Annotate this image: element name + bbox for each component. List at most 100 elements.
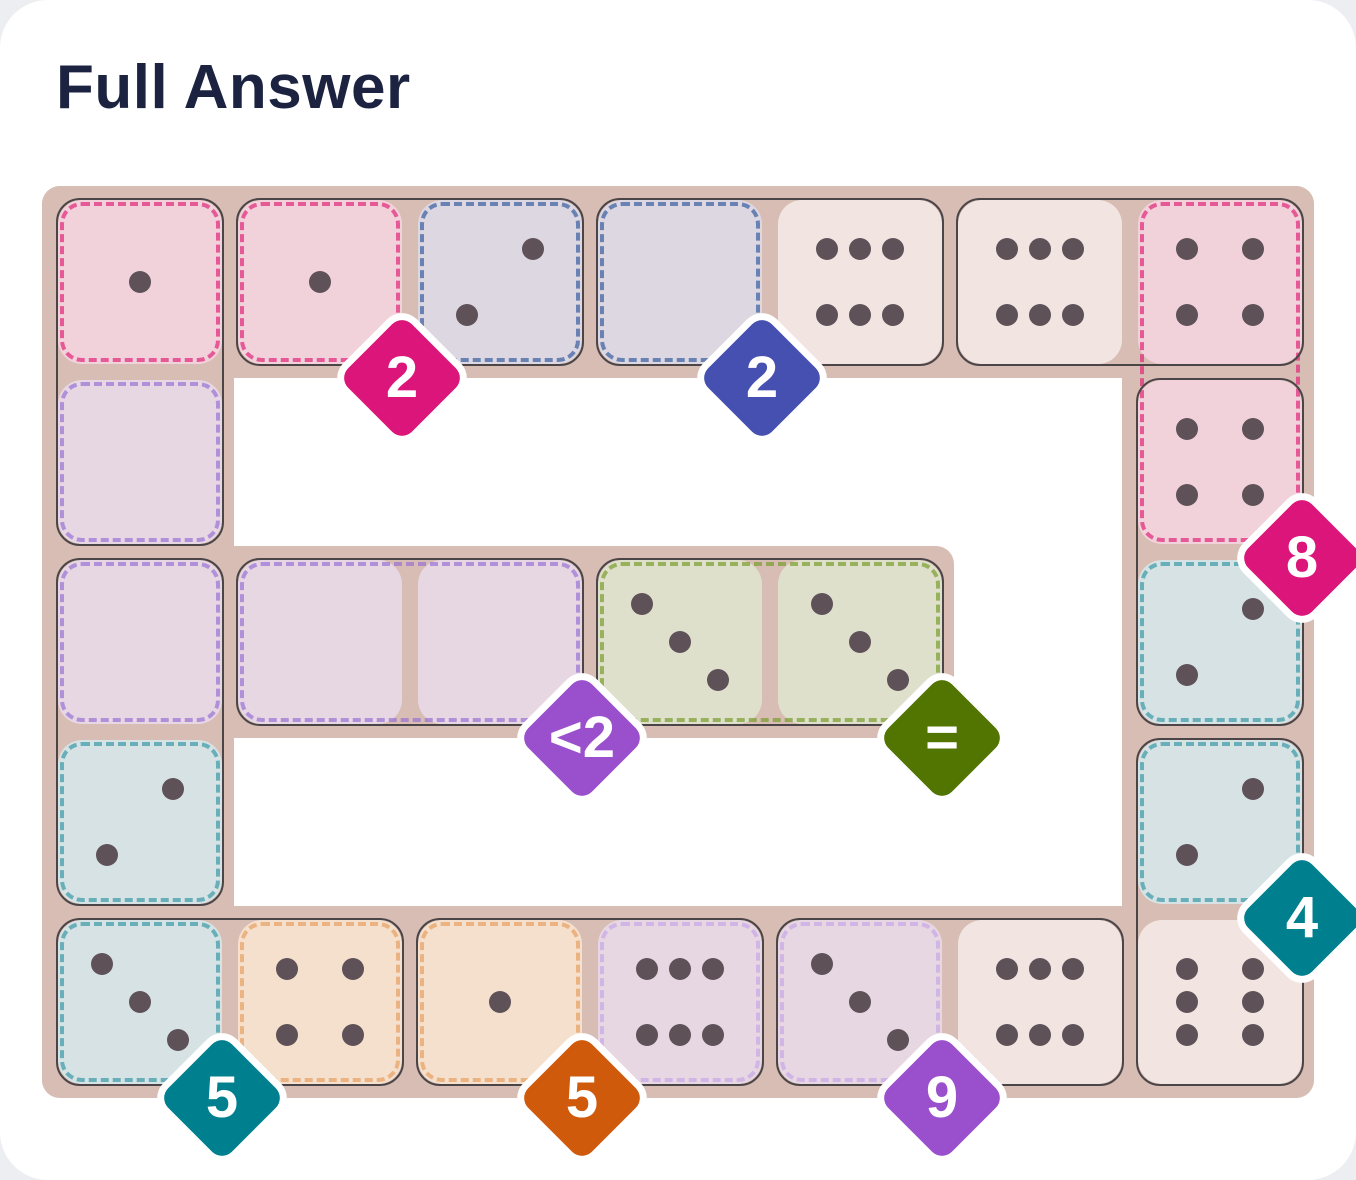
board-cell[interactable] — [58, 560, 222, 724]
board-cell[interactable] — [778, 920, 942, 1084]
board-cell[interactable] — [238, 200, 402, 364]
board-cell[interactable] — [778, 560, 942, 724]
pip-dot — [341, 958, 364, 981]
pip-dot — [96, 843, 119, 866]
pip-dot — [996, 958, 1019, 981]
pip-dot — [1176, 843, 1199, 866]
page-title: Full Answer — [56, 53, 411, 122]
pip-dot — [309, 271, 331, 293]
pip-dot — [1241, 958, 1264, 981]
pip-dot — [456, 303, 479, 326]
constraint-badge: 5 — [516, 1032, 648, 1164]
pip-dot — [1029, 238, 1051, 261]
constraint-badge: = — [876, 672, 1008, 804]
pip-dot — [849, 238, 871, 261]
pip-dot — [161, 778, 184, 801]
board-cell[interactable] — [598, 560, 762, 724]
pip-dot — [669, 1023, 691, 1046]
pip-dot — [881, 238, 904, 261]
pip-dot — [489, 991, 511, 1013]
board-cell[interactable] — [418, 200, 582, 364]
pip-dot — [276, 1023, 299, 1046]
pip-dot — [701, 1023, 724, 1046]
constraint-badge: 2 — [336, 312, 468, 444]
pip-dot — [1241, 991, 1264, 1013]
pip-dot — [669, 631, 691, 653]
pip-dot — [1061, 1023, 1084, 1046]
pip-dot — [1029, 1023, 1051, 1046]
pip-dot — [996, 1023, 1019, 1046]
pip-dot — [636, 958, 659, 981]
pip-dot — [996, 238, 1019, 261]
board-cell[interactable] — [1138, 740, 1302, 904]
board-cell[interactable] — [58, 380, 222, 544]
pip-dot — [1176, 663, 1199, 686]
pip-dot — [636, 1023, 659, 1046]
board-cell[interactable] — [58, 920, 222, 1084]
pip-dot — [881, 303, 904, 326]
constraint-badge: 8 — [1236, 492, 1356, 624]
badge-label: 4 — [1285, 885, 1319, 950]
pip-dot — [1176, 958, 1199, 981]
pip-dot — [1061, 303, 1084, 326]
pip-dot — [849, 991, 871, 1013]
pip-dot — [1241, 1023, 1264, 1046]
pip-dot — [849, 631, 871, 653]
pip-dot — [341, 1023, 364, 1046]
pip-dot — [129, 271, 151, 293]
pip-dot — [1241, 778, 1264, 801]
pip-dot — [1061, 238, 1084, 261]
pip-dot — [1176, 303, 1199, 326]
pip-dot — [816, 238, 839, 261]
pip-dot — [631, 593, 654, 616]
pip-dot — [886, 1028, 909, 1051]
board-cell[interactable] — [778, 200, 942, 364]
pip-dot — [1241, 303, 1264, 326]
pip-dot — [849, 303, 871, 326]
constraint-badge: 2 — [696, 312, 828, 444]
pip-dot — [276, 958, 299, 981]
pip-dot — [1176, 238, 1199, 261]
pip-dot — [886, 668, 909, 691]
pip-dot — [521, 238, 544, 261]
board-cell[interactable] — [418, 560, 582, 724]
board-cell[interactable] — [1138, 380, 1302, 544]
badge-label: 9 — [925, 1065, 959, 1130]
pip-dot — [1061, 958, 1084, 981]
board-cell[interactable] — [418, 920, 582, 1084]
board-cell[interactable] — [238, 560, 402, 724]
pip-dot — [91, 953, 114, 976]
badge-label: 2 — [385, 345, 419, 410]
pip-dot — [811, 953, 834, 976]
board-cell[interactable] — [58, 740, 222, 904]
board-cell[interactable] — [58, 200, 222, 364]
pip-dot — [1029, 958, 1051, 981]
pip-dot — [1241, 418, 1264, 441]
pip-dot — [706, 668, 729, 691]
pip-dot — [1241, 238, 1264, 261]
pip-dot — [811, 593, 834, 616]
pip-dot — [1176, 418, 1199, 441]
pip-dot — [166, 1028, 189, 1051]
pip-dot — [996, 303, 1019, 326]
pip-dot — [1029, 303, 1051, 326]
constraint-badge: <2 — [516, 672, 648, 804]
pip-dot — [701, 958, 724, 981]
badge-label: 2 — [745, 345, 779, 410]
badge-label: 5 — [565, 1065, 599, 1130]
constraint-badge: 4 — [1236, 852, 1356, 984]
pip-dot — [1241, 598, 1264, 621]
board-cell[interactable] — [958, 200, 1122, 364]
board-cell[interactable] — [598, 920, 762, 1084]
board-cell[interactable] — [238, 920, 402, 1084]
board-cell[interactable] — [1138, 200, 1302, 364]
board-cell[interactable] — [598, 200, 762, 364]
badge-label: <2 — [548, 705, 616, 770]
board-cell[interactable] — [958, 920, 1122, 1084]
constraint-badge: 9 — [876, 1032, 1008, 1164]
pip-dot — [1241, 483, 1264, 506]
pip-dot — [669, 958, 691, 981]
pip-dot — [1176, 1023, 1199, 1046]
pip-dot — [816, 303, 839, 326]
